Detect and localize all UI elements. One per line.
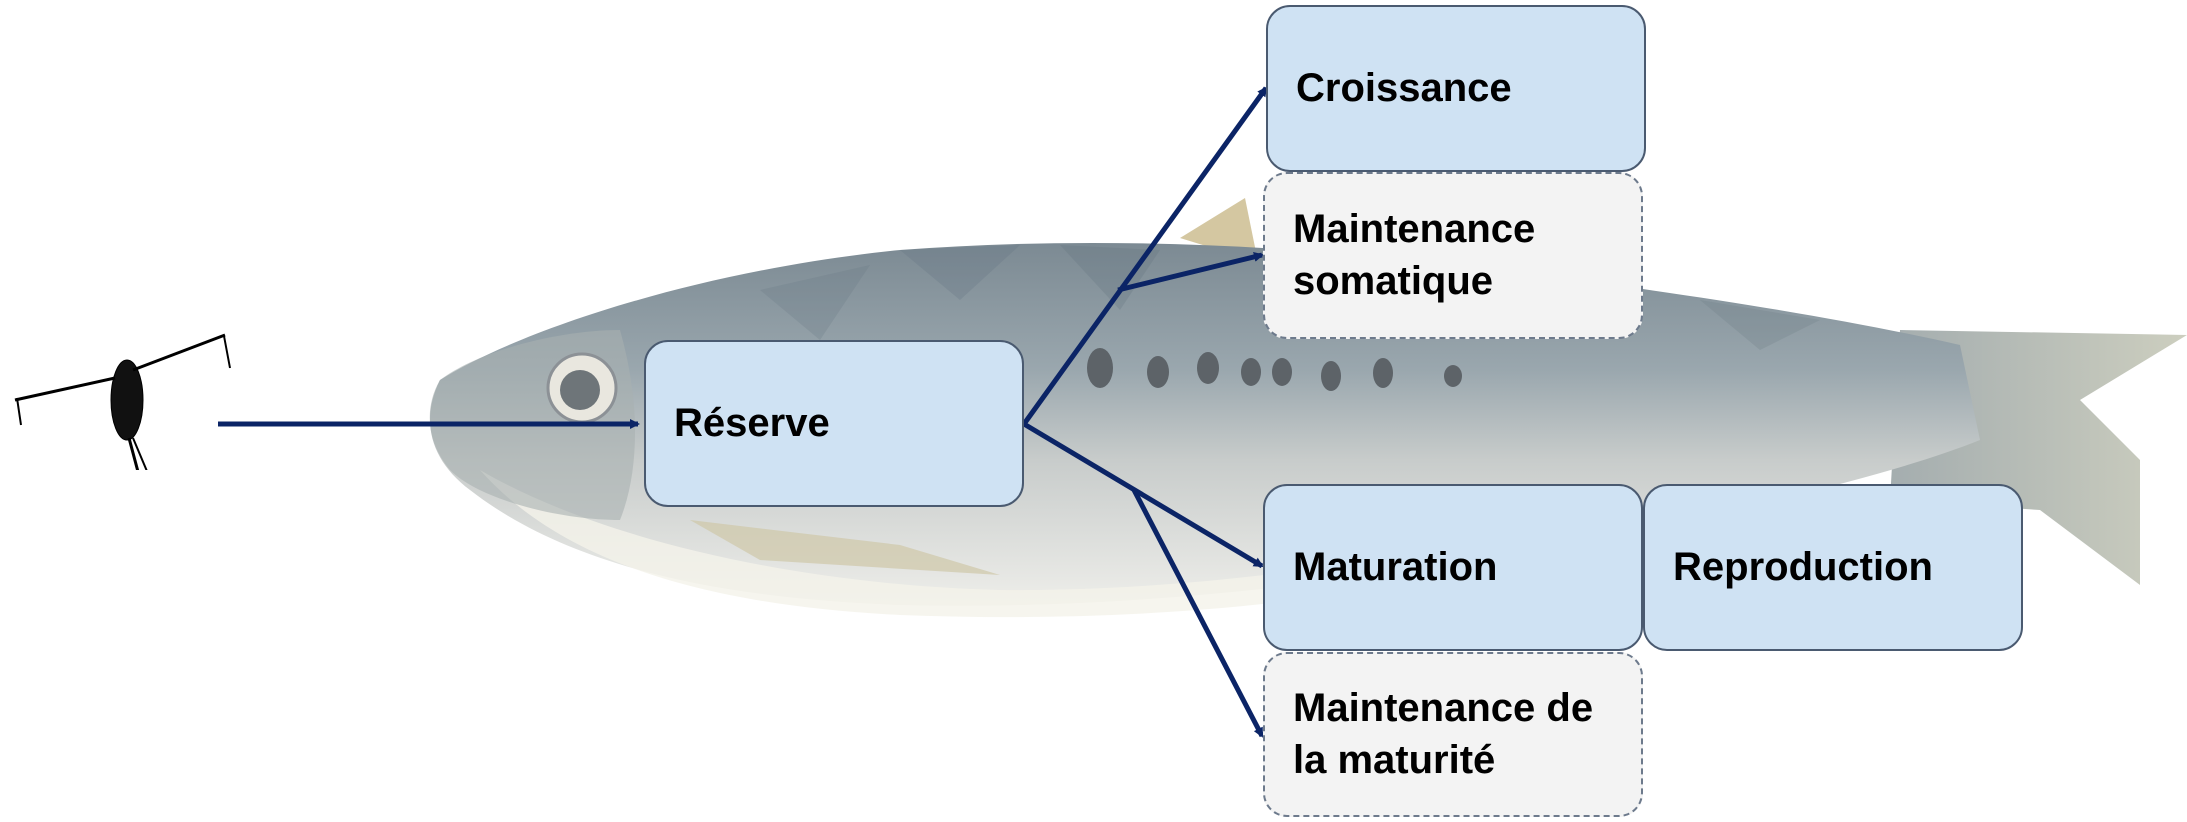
node-maintenance-somatique: Maintenance somatique: [1263, 172, 1643, 339]
node-maintenance-somatique-label: Maintenance somatique: [1293, 204, 1535, 306]
node-maturation: Maturation: [1263, 484, 1643, 651]
node-maintenance-maturite-label: Maintenance de la maturité: [1293, 683, 1593, 785]
node-reserve-label: Réserve: [674, 398, 830, 449]
node-reproduction: Reproduction: [1643, 484, 2023, 651]
node-reserve: Réserve: [644, 340, 1024, 507]
node-croissance-label: Croissance: [1296, 63, 1512, 114]
node-maintenance-maturite: Maintenance de la maturité: [1263, 652, 1643, 817]
node-reproduction-label: Reproduction: [1673, 542, 1933, 593]
node-croissance: Croissance: [1266, 5, 1646, 172]
arrow-reserve-to-maturation: [1024, 424, 1262, 566]
node-maturation-label: Maturation: [1293, 542, 1497, 593]
arrow-reserve-to-croissance: [1024, 88, 1266, 424]
